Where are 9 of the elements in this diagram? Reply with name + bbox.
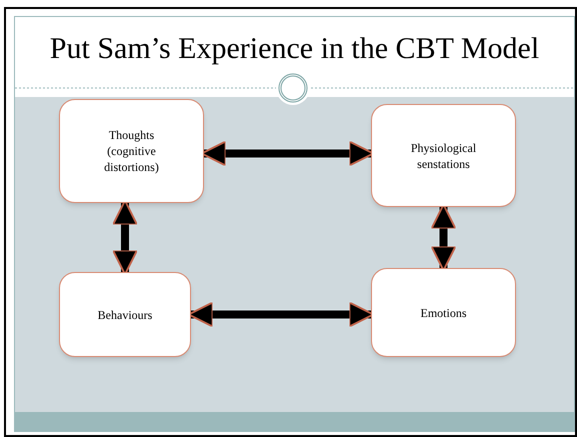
box-label: Behaviours xyxy=(98,306,152,322)
box-label: Thoughts (cognitive distortions) xyxy=(103,127,160,175)
box-label: Physiological senstations xyxy=(410,140,478,172)
box-label: Emotions xyxy=(420,304,466,320)
rounded-box xyxy=(59,99,204,203)
rounded-box xyxy=(59,272,191,357)
rounded-box xyxy=(371,268,516,357)
slide-title: Put Sam’s Experience in the CBT Model xyxy=(48,31,540,67)
rounded-box xyxy=(371,104,516,207)
